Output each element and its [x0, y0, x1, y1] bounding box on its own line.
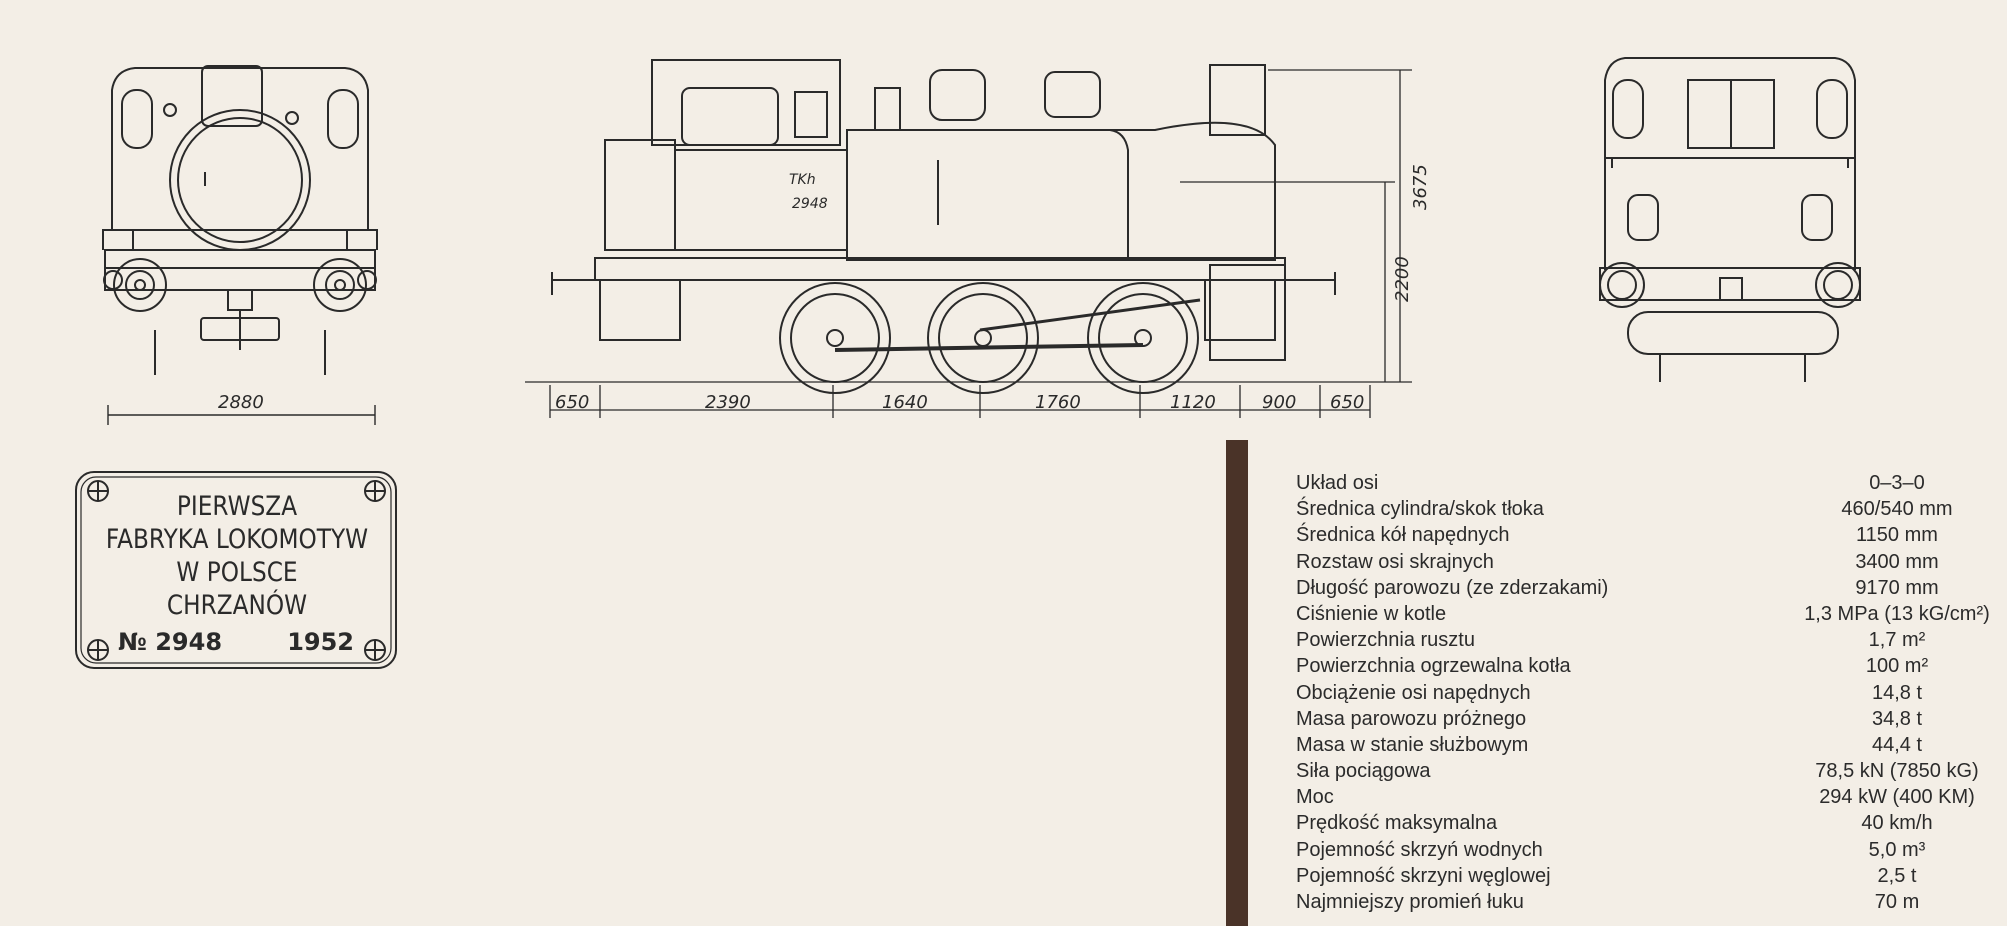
spec-value: 3400 mm — [1855, 550, 1939, 573]
length-1: 2390 — [705, 392, 751, 413]
spec-label: Obciążenie osi napędnych — [1296, 681, 1531, 704]
spec-label: Pojemność skrzyni węglowej — [1296, 864, 1551, 887]
maker-plate — [75, 471, 397, 669]
length-4: 1120 — [1170, 392, 1216, 413]
spec-value: 44,4 t — [1871, 733, 1923, 756]
plate-year: 1952 — [287, 628, 354, 656]
spec-value: 0–3–0 — [1869, 472, 1925, 494]
spec-row: Siła pociągowa 78,5 kN (7850 kG) — [1296, 758, 1996, 784]
rear-view-drawing — [1599, 57, 1861, 382]
spec-value: 294 kW (400 KM) — [1819, 786, 1975, 809]
spec-row: Moc 294 kW (400 KM) — [1296, 784, 1996, 810]
spec-value: 1150 mm — [1856, 524, 1938, 547]
spec-value: 460/540 mm — [1841, 498, 1953, 521]
spec-row: Pojemność skrzyń wodnych 5,0 m³ — [1296, 837, 1996, 863]
spec-label: Średnica cylindra/skok tłoka — [1296, 498, 1544, 521]
spec-value: 5,0 m³ — [1868, 838, 1926, 861]
front-view-drawing — [102, 65, 378, 425]
plate-text: PIERWSZA FABRYKA LOKOMOTYW W POLSCE CHRZ… — [78, 470, 396, 622]
spec-label: Masa w stanie służbowym — [1296, 733, 1529, 756]
spec-label: Średnica kół napędnych — [1296, 524, 1510, 547]
spec-row: Średnica kół napędnych 1150 mm — [1296, 522, 1996, 548]
spec-label: Rozstaw osi skrajnych — [1296, 550, 1494, 573]
length-2: 1640 — [882, 392, 928, 413]
spec-row: Masa w stanie służbowym 44,4 t — [1296, 732, 1996, 758]
spec-label: Moc — [1296, 786, 1334, 809]
spec-value: 1,3 MPa (13 kG/cm²) — [1804, 602, 1990, 625]
spec-row: Rozstaw osi skrajnych 3400 mm — [1296, 549, 1996, 575]
plate-number: № 2948 — [118, 628, 223, 656]
spec-row: Obciążenie osi napędnych 14,8 t — [1296, 680, 1996, 706]
spec-label: Masa parowozu próżnego — [1296, 707, 1527, 730]
length-5: 900 — [1262, 392, 1297, 413]
length-6: 650 — [1330, 392, 1365, 413]
loco-class-label: TKh — [789, 172, 816, 188]
spec-row: Długość parowozu (ze zderzakami) 9170 mm — [1296, 575, 1996, 601]
spec-row: Ciśnienie w kotle 1,3 MPa (13 kG/cm²) — [1296, 601, 1996, 627]
spec-value: 14,8 t — [1871, 681, 1923, 704]
spec-label: Powierzchnia ogrzewalna kotła — [1296, 655, 1571, 678]
spec-value: 2,5 t — [1877, 864, 1917, 887]
spec-row: Średnica cylindra/skok tłoka 460/540 mm — [1296, 496, 1996, 522]
spec-label: Pojemność skrzyń wodnych — [1296, 838, 1543, 861]
side-view-drawing — [525, 59, 1412, 418]
plate-line-4: CHRZANÓW — [166, 590, 308, 621]
spec-value: 1,7 m² — [1868, 629, 1926, 652]
length-3: 1760 — [1035, 392, 1081, 413]
spec-label: Długość parowozu (ze zderzakami) — [1296, 576, 1609, 599]
plate-line-3: W POLSCE — [176, 557, 298, 588]
spec-label: Siła pociągowa — [1296, 760, 1431, 783]
section-bar — [1226, 440, 1248, 926]
spec-value: 100 m² — [1865, 655, 1929, 678]
loco-number-label: 2948 — [792, 196, 828, 212]
spec-label: Prędkość maksymalna — [1296, 812, 1498, 835]
spec-value: 34,8 t — [1871, 707, 1923, 730]
spec-label: Powierzchnia rusztu — [1296, 629, 1475, 652]
spec-row: Powierzchnia ogrzewalna kotła 100 m² — [1296, 653, 1996, 679]
spec-label: Ciśnienie w kotle — [1296, 602, 1447, 625]
front-width-label: 2880 — [218, 392, 264, 413]
spec-value: 78,5 kN (7850 kG) — [1815, 760, 1979, 783]
spec-row: Najmniejszy promień łuku 70 m — [1296, 889, 1996, 915]
spec-row: Masa parowozu próżnego 34,8 t — [1296, 706, 1996, 732]
spec-value: 70 m — [1874, 891, 1920, 913]
spec-row: Powierzchnia rusztu 1,7 m² — [1296, 627, 1996, 653]
plate-line-1: PIERWSZA — [176, 491, 298, 522]
spec-row: Pojemność skrzyni węglowej 2,5 t — [1296, 863, 1996, 889]
spec-label: Najmniejszy promień łuku — [1296, 891, 1524, 913]
spec-value: 9170 mm — [1855, 576, 1939, 599]
plate-line-2: FABRYKA LOKOMOTYW — [105, 524, 369, 555]
spec-label: Układ osi — [1296, 472, 1379, 494]
length-0: 650 — [555, 392, 590, 413]
spec-value: 40 km/h — [1861, 812, 1933, 835]
spec-row: Prędkość maksymalna 40 km/h — [1296, 810, 1996, 836]
plate-bottom-row: № 2948 1952 — [118, 628, 354, 656]
spec-row: Układ osi 0–3–0 — [1296, 470, 1996, 496]
